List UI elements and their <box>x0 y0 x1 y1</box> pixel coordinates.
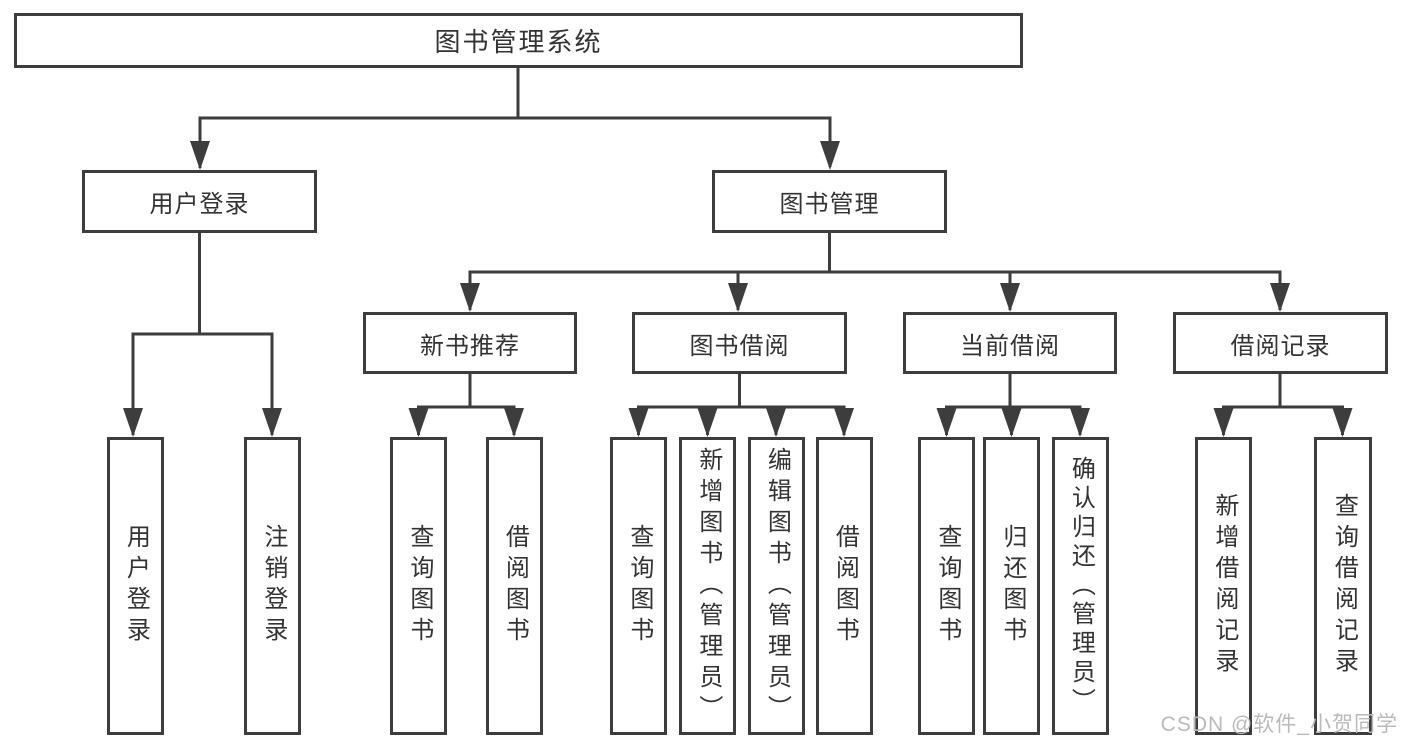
node-label: 新增图书（管理员） <box>694 446 722 726</box>
leaf-add-books-admin: 新增图书（管理员） <box>679 437 736 735</box>
leaf-add-borrow-record: 新增借阅记录 <box>1195 437 1252 735</box>
node-user-login: 用户登录 <box>82 170 317 233</box>
node-label: 编辑图书（管理员） <box>763 446 791 726</box>
leaf-user-login: 用户登录 <box>106 437 164 735</box>
node-label: 借阅图书 <box>831 524 859 648</box>
node-label: 图书管理 <box>779 191 880 218</box>
node-label: 图书管理系统 <box>434 27 603 57</box>
node-current-borrow: 当前借阅 <box>903 312 1117 374</box>
node-label: 查询图书 <box>933 524 961 648</box>
leaf-query-borrow-record: 查询借阅记录 <box>1314 437 1372 735</box>
node-label: 查询借阅记录 <box>1330 493 1358 679</box>
node-library-management-system: 图书管理系统 <box>14 13 1023 68</box>
leaf-query-books-1: 查询图书 <box>390 437 447 735</box>
node-book-management: 图书管理 <box>712 170 947 233</box>
node-label: 用户登录 <box>149 191 250 218</box>
leaf-return-books: 归还图书 <box>983 437 1040 735</box>
leaf-edit-books-admin: 编辑图书（管理员） <box>747 437 805 735</box>
node-label: 用户登录 <box>122 524 150 648</box>
node-label: 新书推荐 <box>420 332 520 360</box>
node-label: 查询图书 <box>405 524 433 648</box>
node-book-borrow: 图书借阅 <box>632 312 847 374</box>
node-label: 借阅图书 <box>501 524 529 648</box>
node-new-book-recommend: 新书推荐 <box>363 312 577 374</box>
node-label: 归还图书 <box>998 524 1026 648</box>
leaf-confirm-return-admin: 确认归还（管理员） <box>1051 437 1109 735</box>
node-borrow-records: 借阅记录 <box>1173 312 1388 374</box>
node-label: 新增借阅记录 <box>1210 493 1238 679</box>
arrowheads <box>123 141 1353 437</box>
node-label: 注销登录 <box>259 524 287 648</box>
node-label: 借阅记录 <box>1230 332 1331 360</box>
leaf-borrow-books-2: 借阅图书 <box>815 437 873 735</box>
node-label: 图书借阅 <box>689 332 790 360</box>
leaf-borrow-books-1: 借阅图书 <box>485 437 543 735</box>
node-label: 确认归还（管理员） <box>1067 455 1095 717</box>
leaf-query-books-3: 查询图书 <box>918 437 975 735</box>
leaf-query-books-2: 查询图书 <box>610 437 667 735</box>
leaf-logout: 注销登录 <box>244 437 301 735</box>
node-label: 当前借阅 <box>960 332 1060 360</box>
node-label: 查询图书 <box>625 524 653 648</box>
